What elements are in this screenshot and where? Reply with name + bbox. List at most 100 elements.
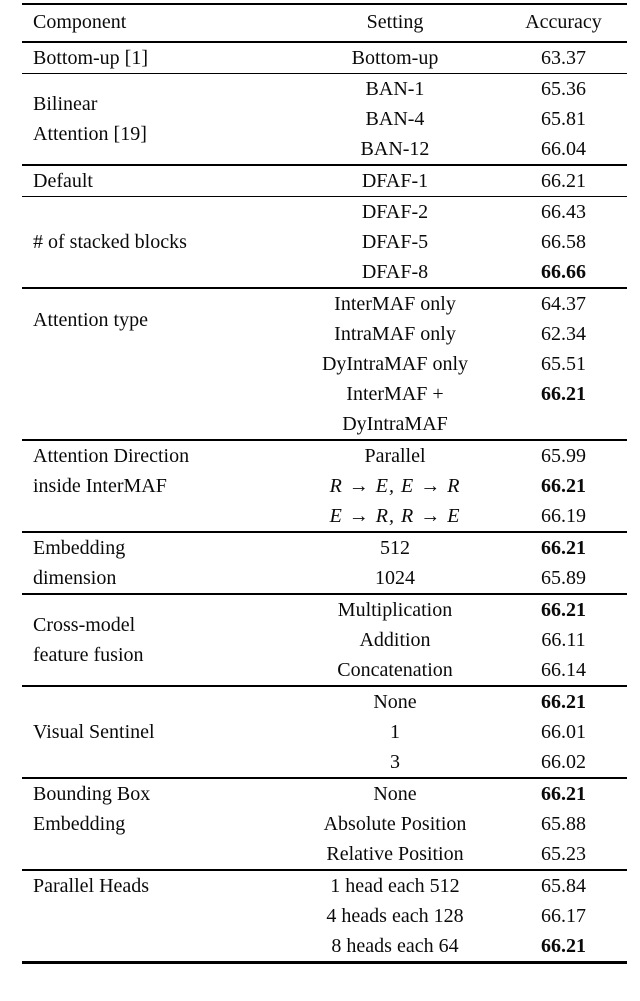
accuracy-value: 65.51 [541,353,586,375]
accuracy-value: 66.02 [541,751,586,773]
accuracy-value: 66.17 [541,905,586,927]
accuracy-value: 66.04 [541,138,586,160]
accuracy-value: 65.88 [541,813,586,835]
setting-cell: Concatenation [290,655,500,685]
table-section: Default DFAF-1 66.21 [22,164,627,196]
setting-line: InterMAF only [334,293,456,315]
accuracy-value: 66.21 [541,783,586,805]
setting-line: 1024 [375,567,415,589]
setting-cell: DFAF-8 [290,257,500,287]
header-component: Component [33,11,127,33]
setting-cell: IntraMAF only [290,319,500,349]
setting-cell: None [290,687,500,717]
setting-cell: 1024 [290,563,500,593]
component-cell: Parallel Heads [22,871,290,961]
component-line: Parallel Heads [33,875,150,897]
setting-cell: 4 heads each 128 [290,901,500,931]
accuracy-value: 65.89 [541,567,586,589]
setting-line: Parallel [364,445,426,467]
table-row: 1024 65.89 [290,563,627,593]
component-line: Bounding Box [33,783,151,805]
setting-cell: 1 head each 512 [290,871,500,901]
header-setting: Setting [366,11,424,33]
setting-cell: BAN-12 [290,134,500,164]
component-line: Attention Direction [33,445,190,467]
component-line: Bottom-up [1] [33,47,148,69]
table-row: Parallel 65.99 [290,441,627,471]
setting-cell: R → E, E → R [290,471,500,501]
setting-line: IntraMAF only [334,323,456,345]
accuracy-value: 65.84 [541,875,586,897]
setting-line: DyIntraMAF only [321,353,469,375]
setting-cell: Absolute Position [290,809,500,839]
setting-cell: 1 [290,717,500,747]
component-line: Embedding [33,537,126,559]
setting-cell: Parallel [290,441,500,471]
table-row: BAN-12 66.04 [290,134,627,164]
setting-line: 4 heads each 128 [326,905,464,927]
setting-cell: 8 heads each 64 [290,931,500,961]
accuracy-value: 66.21 [541,691,586,713]
table-section: Attention Direction inside InterMAF Parall… [22,439,627,531]
table-row: 1 head each 512 65.84 [290,871,627,901]
setting-line: BAN-1 [365,78,425,100]
accuracy-value: 66.21 [541,170,586,192]
component-line: Attention [19] [33,123,147,145]
setting-cell: E → R, R → E [290,501,500,531]
accuracy-value: 65.23 [541,843,586,865]
setting-line: Absolute Position [323,813,467,835]
accuracy-value: 65.81 [541,108,586,130]
setting-line: 8 heads each 64 [331,935,459,957]
setting-cell: InterMAF +DyIntraMAF [290,379,500,439]
accuracy-value: 66.11 [541,629,586,651]
table-row: Absolute Position 65.88 [290,809,627,839]
table-row: Relative Position 65.23 [290,839,627,869]
component-cell: Visual Sentinel [22,687,290,777]
accuracy-value: 66.43 [541,201,586,223]
table-section: Parallel Heads 1 head each 512 65.84 4 head… [22,869,627,961]
setting-line: BAN-4 [365,108,425,130]
setting-cell: BAN-1 [290,74,500,104]
setting-cell: BAN-4 [290,104,500,134]
component-line: # of stacked blocks [33,231,187,253]
component-line: Bilinear [33,93,98,115]
component-line: inside InterMAF [33,475,167,497]
setting-line: 1 [390,721,400,743]
component-line: Default [33,170,93,192]
table-row: DyIntraMAF only 65.51 [290,349,627,379]
setting-line: DFAF-1 [361,170,429,192]
setting-line: Concatenation [337,659,453,681]
setting-line: 3 [390,751,400,773]
setting-line: Addition [359,629,431,651]
accuracy-value: 66.21 [541,599,586,621]
accuracy-value: 65.99 [541,445,586,467]
setting-cell: Relative Position [290,839,500,869]
